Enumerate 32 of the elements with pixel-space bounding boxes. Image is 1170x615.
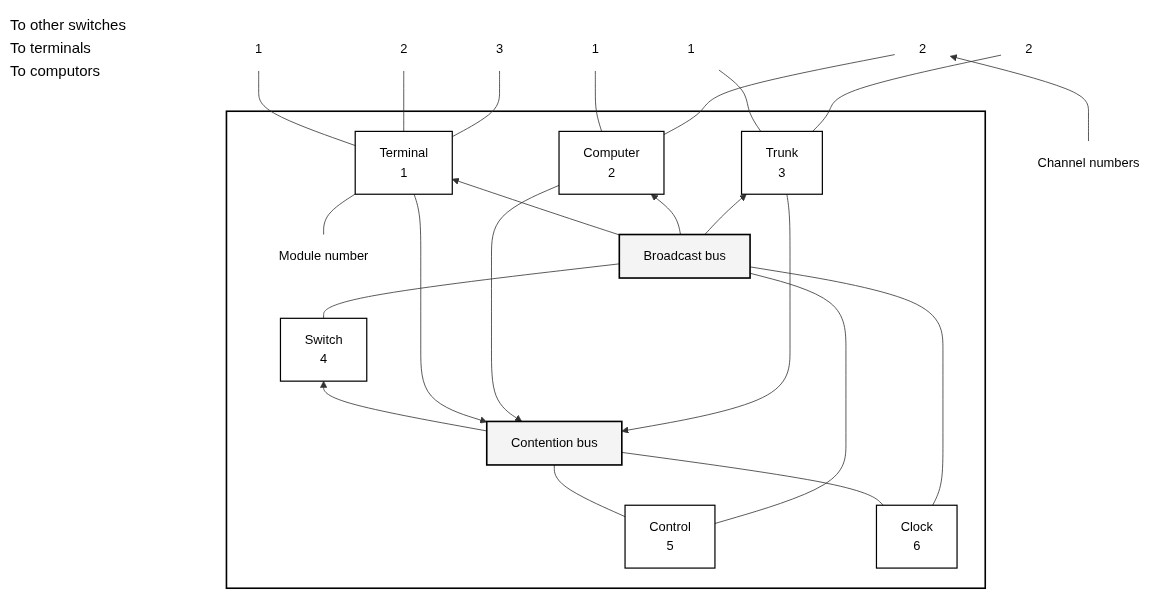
node-text: 1 xyxy=(255,41,263,56)
connector xyxy=(663,53,896,135)
node-text: 2 xyxy=(918,41,927,56)
node-text: 3 xyxy=(495,41,504,56)
connector xyxy=(812,54,1002,132)
node-box: Broadcast bus xyxy=(618,233,751,279)
node-text: 2 xyxy=(400,41,408,56)
note-label: To computors xyxy=(10,62,102,79)
connector xyxy=(621,451,884,506)
node-box: Terminal 1 xyxy=(354,130,453,195)
note-label: To other switches xyxy=(10,16,127,33)
connector xyxy=(594,70,603,132)
node-box: Switch 4 xyxy=(279,317,368,382)
note-label: To terminals xyxy=(10,39,92,56)
node-box: Trunk 3 xyxy=(740,130,823,195)
connector xyxy=(323,263,620,319)
connector xyxy=(258,70,356,146)
connector xyxy=(718,69,762,132)
connector xyxy=(553,464,626,517)
connector xyxy=(403,70,405,132)
node-box: Control 5 xyxy=(624,504,716,569)
cluster xyxy=(225,110,987,589)
node-text: Module number xyxy=(278,248,369,263)
node-text: Channel numbers xyxy=(1037,155,1140,169)
connector xyxy=(714,272,847,524)
node-box: Contention bus xyxy=(485,420,623,466)
node-box: Clock 6 xyxy=(875,504,958,569)
connector xyxy=(323,193,356,235)
node-text: 2 xyxy=(1025,41,1033,56)
node-box: Computer 2 xyxy=(558,130,665,195)
node-text: 1 xyxy=(687,41,695,56)
node-text: 1 xyxy=(591,41,599,56)
